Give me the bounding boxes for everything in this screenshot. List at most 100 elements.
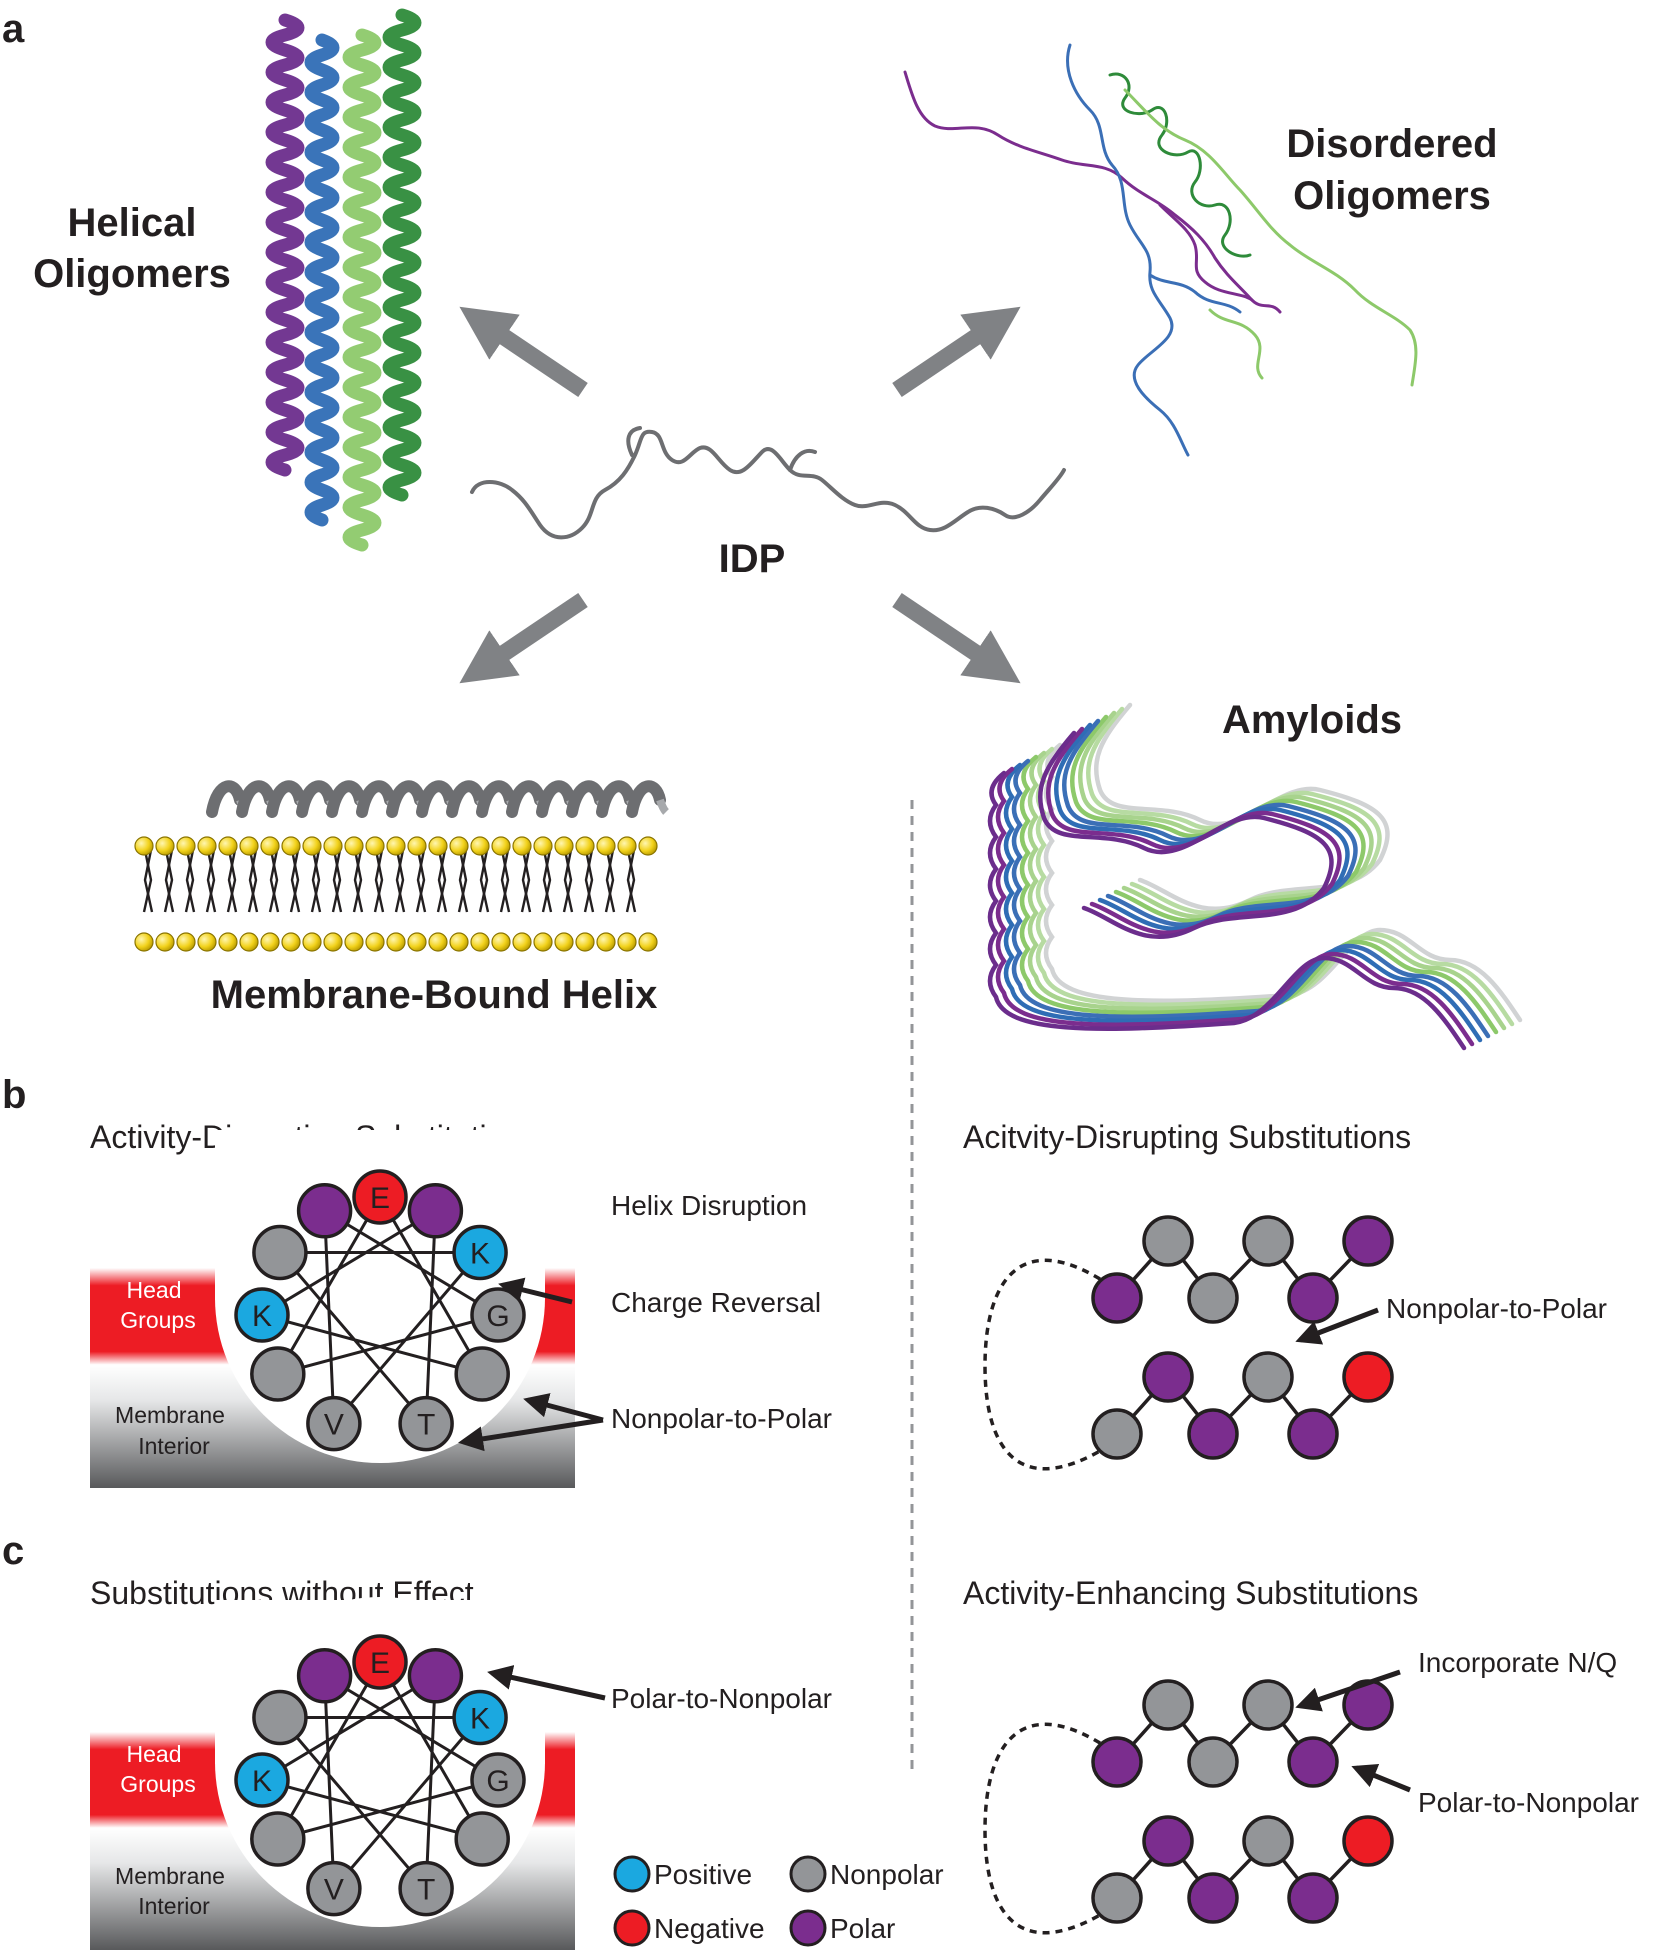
wheel-residue-letter: G — [486, 1765, 509, 1798]
lipid-tail — [541, 844, 552, 913]
wheel-residue — [234, 1287, 290, 1343]
lipid-tail — [604, 844, 615, 913]
strand-residue — [1091, 1272, 1143, 1324]
helix-turn — [536, 780, 576, 818]
wheel-residue — [407, 1648, 464, 1704]
helix-strand — [304, 33, 340, 527]
strand-residue — [1287, 1408, 1339, 1460]
lipid-head — [470, 836, 490, 856]
lipid-head — [386, 932, 406, 952]
amyloid-strand — [1027, 750, 1507, 1031]
lipid-head — [218, 836, 238, 856]
amyloid-fibril-structure — [987, 702, 1523, 1051]
wheel-residue — [454, 1811, 510, 1867]
strand-residue — [1091, 1872, 1143, 1924]
arrow-to-membrane — [459, 592, 588, 684]
legend-negative-label: Negative — [654, 1913, 765, 1944]
strand-residue — [1187, 1272, 1239, 1324]
wheel-residue — [250, 1811, 306, 1867]
lipid-head — [407, 932, 427, 952]
amyloid-strand — [1038, 730, 1334, 940]
wheel-residue-letter: E — [370, 1647, 390, 1680]
helix-turn — [356, 780, 396, 818]
helix-turn — [386, 780, 426, 818]
nonpolar-to-polar-arrow-1 — [523, 1393, 604, 1423]
lipid-head — [176, 932, 196, 952]
helix-turn-back — [656, 798, 669, 815]
helix-strand — [342, 28, 382, 552]
wheel-residue — [234, 1752, 290, 1808]
wheel-residue-letter: V — [324, 1409, 344, 1442]
polar-to-nonpolar-label: Polar-to-Nonpolar — [611, 1683, 832, 1714]
legend-nonpolar-swatch — [789, 1855, 827, 1893]
lipid-tail — [290, 844, 301, 913]
lipid-head — [302, 836, 322, 856]
wheel-connector-lines — [258, 1661, 502, 1893]
membrane-interior-label-c-1: Membrane — [115, 1863, 225, 1889]
lipid-tail — [185, 844, 196, 913]
lipid-head — [533, 932, 553, 952]
wheel-residue-letter: T — [417, 1409, 435, 1442]
lipid-tail — [520, 844, 531, 913]
disordered-oligomers-label-2: Oligomers — [1293, 174, 1491, 218]
wheel-residue — [352, 1634, 408, 1690]
strand-residue — [1242, 1679, 1294, 1731]
lipid-head — [239, 932, 259, 952]
amyloid-strand — [1019, 754, 1499, 1035]
lipid-head — [491, 836, 511, 856]
lipid-tail — [584, 844, 595, 913]
wheel-residue — [352, 1169, 408, 1225]
wheel-residue — [454, 1346, 510, 1402]
lipid-head — [218, 932, 238, 952]
lipid-head — [575, 932, 595, 952]
helix-turn — [206, 780, 246, 818]
lipid-tail — [563, 844, 574, 913]
incorporate-nq-label: Incorporate N/Q — [1418, 1647, 1617, 1678]
helix-turn — [416, 780, 456, 818]
lipid-tail — [248, 844, 259, 913]
amyloids-label: Amyloids — [1222, 698, 1402, 742]
strand-residue — [1242, 1351, 1294, 1403]
panel-c-right-heading: Activity-Enhancing Substitutions — [963, 1575, 1418, 1611]
strand-residue — [1187, 1736, 1239, 1788]
idp-label: IDP — [719, 537, 786, 581]
strand-residue — [1142, 1679, 1194, 1731]
legend-negative-swatch — [613, 1909, 651, 1947]
wheel-residue — [470, 1287, 526, 1343]
nonpolar-to-polar-label: Nonpolar-to-Polar — [611, 1403, 832, 1434]
helical-oligomers-label-1: Helical — [68, 201, 197, 245]
wheel-residue-letter: K — [252, 1300, 272, 1333]
strand-residue — [1342, 1215, 1394, 1267]
lipid-head — [365, 932, 385, 952]
head-groups-label-c-2: Groups — [120, 1771, 195, 1797]
wheel-connector-lines — [258, 1196, 502, 1428]
lipid-head — [281, 836, 301, 856]
membrane-bound-helix-label: Membrane-Bound Helix — [211, 973, 658, 1017]
disordered-oligomers-label-1: Disordered — [1286, 122, 1497, 166]
lipid-head — [260, 836, 280, 856]
idp-structure — [470, 426, 1066, 540]
lipid-tail — [479, 844, 490, 913]
strand-residue — [1142, 1351, 1194, 1403]
wheel-residue — [470, 1752, 526, 1808]
wheel-residue — [398, 1395, 454, 1452]
lipid-tail — [416, 844, 427, 913]
lipid-head — [239, 836, 259, 856]
lipid-tail — [206, 844, 217, 913]
lipid-head — [512, 932, 532, 952]
lipid-tail — [458, 844, 469, 913]
wheel-residue — [452, 1689, 508, 1746]
arrow-to-helical — [459, 306, 588, 398]
lipid-head — [638, 836, 658, 856]
lipid-head — [344, 932, 364, 952]
lipid-head — [197, 836, 217, 856]
right-nonpolar-to-polar-arrow — [1295, 1307, 1379, 1345]
polar-to-nonpolar-arrow — [487, 1665, 606, 1701]
strand-residue — [1242, 1215, 1294, 1267]
wheel-residue — [252, 1689, 308, 1746]
membrane-bound-helix-ribbon — [206, 780, 669, 818]
lipid-head — [344, 836, 364, 856]
lipid-tail — [247, 844, 258, 913]
panel-label-c: c — [2, 1529, 24, 1573]
